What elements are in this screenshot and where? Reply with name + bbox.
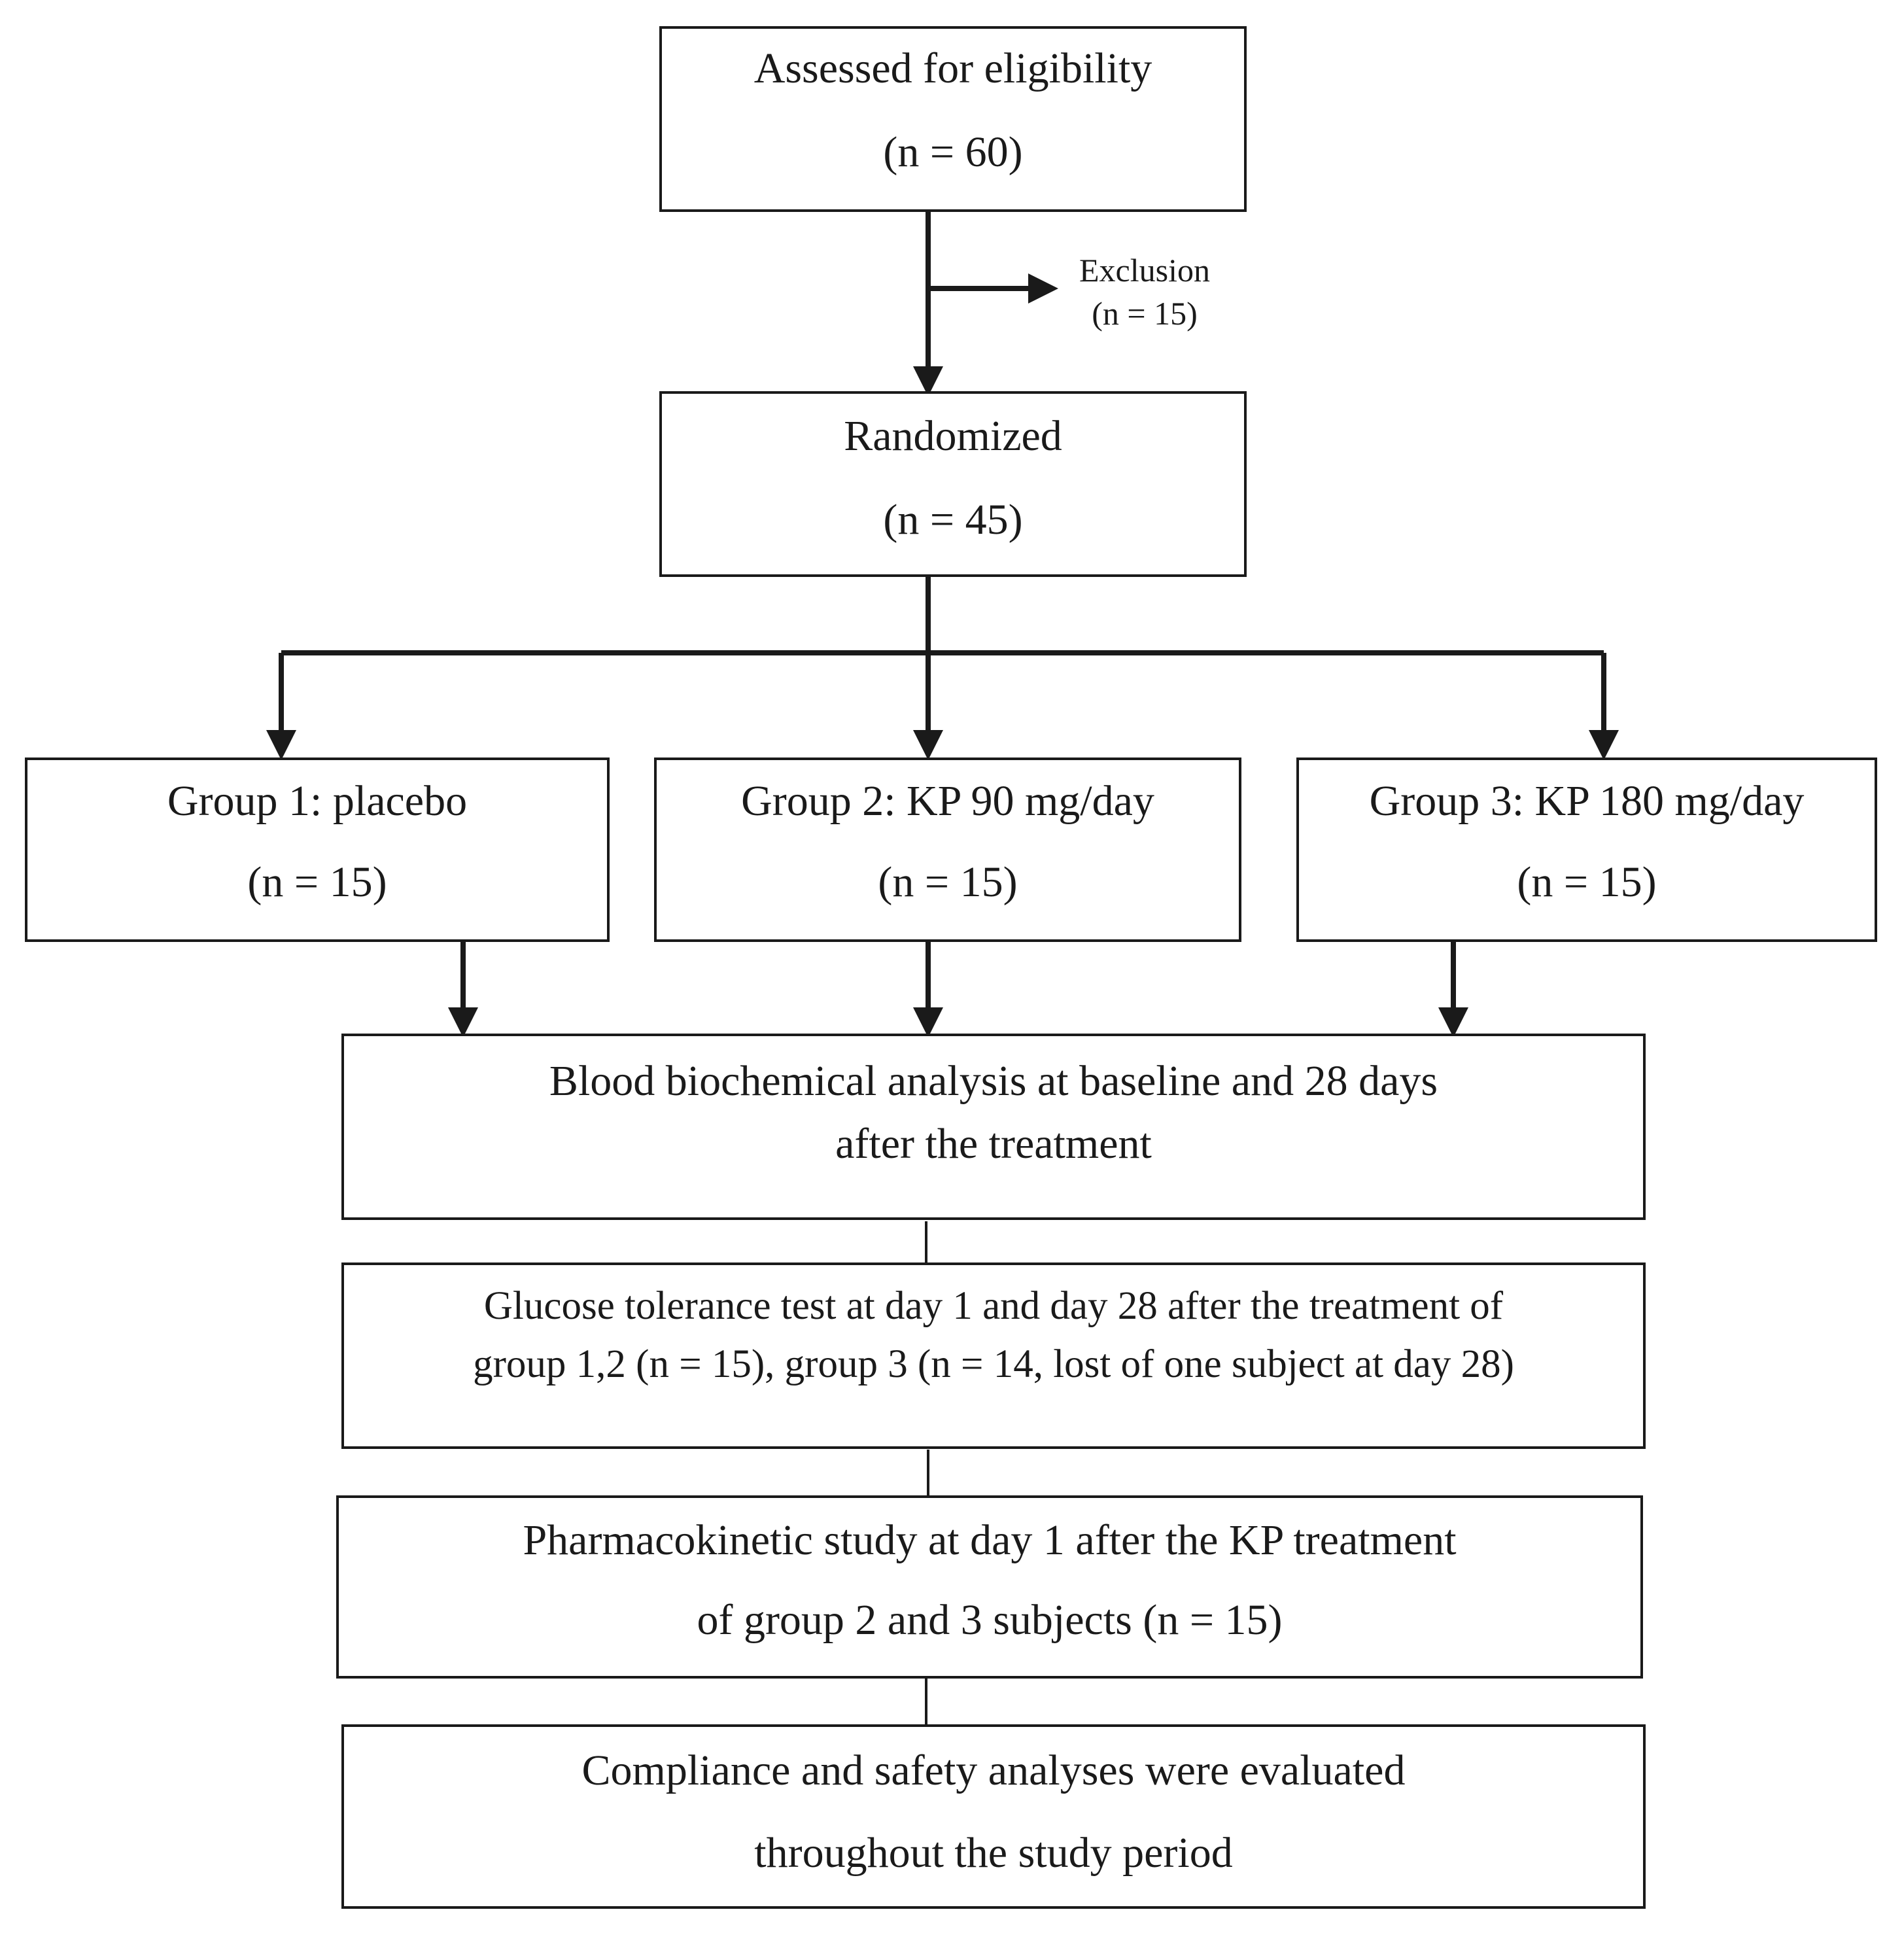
assessed-count: (n = 60) xyxy=(883,128,1023,176)
arrowhead-group3-blood xyxy=(1438,1007,1468,1037)
arrowhead-group2 xyxy=(913,730,943,760)
group3-count: (n = 15) xyxy=(1517,858,1657,906)
pharmacokinetic-box: Pharmacokinetic study at day 1 after the… xyxy=(336,1495,1643,1679)
arrowhead-randomized xyxy=(913,366,943,396)
compliance-line1: Compliance and safety analyses were eval… xyxy=(581,1747,1406,1794)
exclusion-count: (n = 15) xyxy=(1092,295,1198,332)
group2-count: (n = 15) xyxy=(878,858,1018,906)
glucose-line1: Glucose tolerance test at day 1 and day … xyxy=(483,1284,1504,1328)
arrowhead-exclusion xyxy=(1028,273,1058,304)
exclusion-label: Exclusion (n = 15) xyxy=(1066,254,1223,330)
exclusion-title: Exclusion xyxy=(1079,252,1210,288)
blood-line1: Blood biochemical analysis at baseline a… xyxy=(549,1057,1438,1105)
glucose-test-box: Glucose tolerance test at day 1 and day … xyxy=(341,1263,1646,1449)
group1-box: Group 1: placebo (n = 15) xyxy=(25,758,610,942)
pharmaco-line2: of group 2 and 3 subjects (n = 15) xyxy=(697,1596,1283,1644)
randomized-count: (n = 45) xyxy=(883,496,1023,544)
compliance-line2: throughout the study period xyxy=(754,1829,1233,1877)
arrowhead-group3 xyxy=(1589,730,1619,760)
assessed-title: Assessed for eligibility xyxy=(753,44,1152,92)
group3-title: Group 3: KP 180 mg/day xyxy=(1369,777,1805,825)
group2-box: Group 2: KP 90 mg/day (n = 15) xyxy=(654,758,1241,942)
group1-count: (n = 15) xyxy=(247,858,387,906)
arrowhead-group1-blood xyxy=(448,1007,478,1037)
randomized-title: Randomized xyxy=(844,412,1062,460)
compliance-box: Compliance and safety analyses were eval… xyxy=(341,1724,1646,1909)
randomized-box: Randomized (n = 45) xyxy=(659,391,1247,577)
group1-title: Group 1: placebo xyxy=(167,777,468,825)
arrowhead-group2-blood xyxy=(913,1007,943,1037)
glucose-line2: group 1,2 (n = 15), group 3 (n = 14, los… xyxy=(473,1342,1514,1386)
blood-analysis-box: Blood biochemical analysis at baseline a… xyxy=(341,1034,1646,1220)
arrowhead-group1 xyxy=(266,730,296,760)
group2-title: Group 2: KP 90 mg/day xyxy=(741,777,1154,825)
assessed-box: Assessed for eligibility (n = 60) xyxy=(659,26,1247,212)
pharmaco-line1: Pharmacokinetic study at day 1 after the… xyxy=(523,1516,1457,1564)
blood-line2: after the treatment xyxy=(835,1120,1152,1168)
group3-box: Group 3: KP 180 mg/day (n = 15) xyxy=(1296,758,1877,942)
